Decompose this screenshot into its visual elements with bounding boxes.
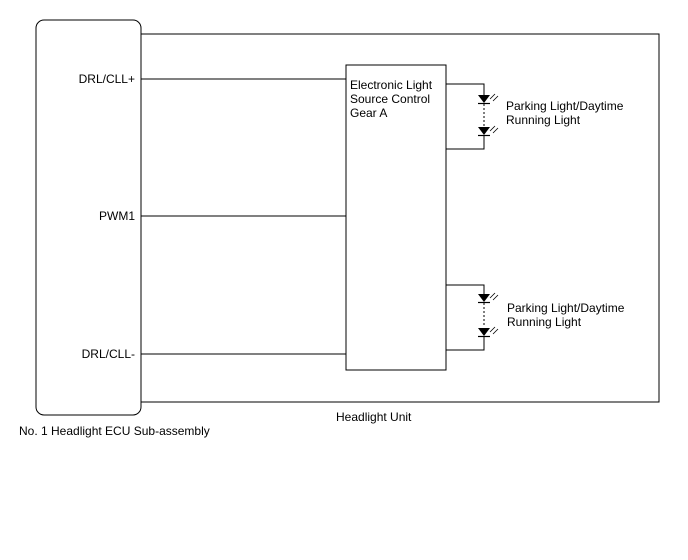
- pin-label-drl-plus: DRL/CLL+: [79, 72, 135, 86]
- led-icon: [478, 292, 499, 304]
- ecu-box: [35, 19, 142, 416]
- top-light-label-line2: Running Light: [506, 113, 581, 127]
- control-gear-label-line3: Gear A: [350, 106, 387, 120]
- led-icon: [478, 326, 499, 338]
- bottom-led-circuit: [446, 284, 485, 351]
- control-gear-box: [345, 64, 447, 371]
- top-light-label-line1: Parking Light/Daytime: [506, 99, 624, 113]
- led-icon: [478, 93, 499, 105]
- control-gear-label-line1: Electronic Light: [350, 78, 433, 92]
- bottom-light-label-line2: Running Light: [507, 315, 582, 329]
- pin-label-drl-minus: DRL/CLL-: [82, 347, 135, 361]
- top-led-circuit: [446, 83, 485, 150]
- headlight-unit-label: Headlight Unit: [336, 410, 412, 424]
- led-icon: [478, 125, 499, 137]
- pin-label-pwm1: PWM1: [99, 209, 135, 223]
- bottom-light-label-line1: Parking Light/Daytime: [507, 301, 625, 315]
- ecu-label: No. 1 Headlight ECU Sub-assembly: [19, 424, 210, 438]
- control-gear-label-line2: Source Control: [350, 92, 430, 106]
